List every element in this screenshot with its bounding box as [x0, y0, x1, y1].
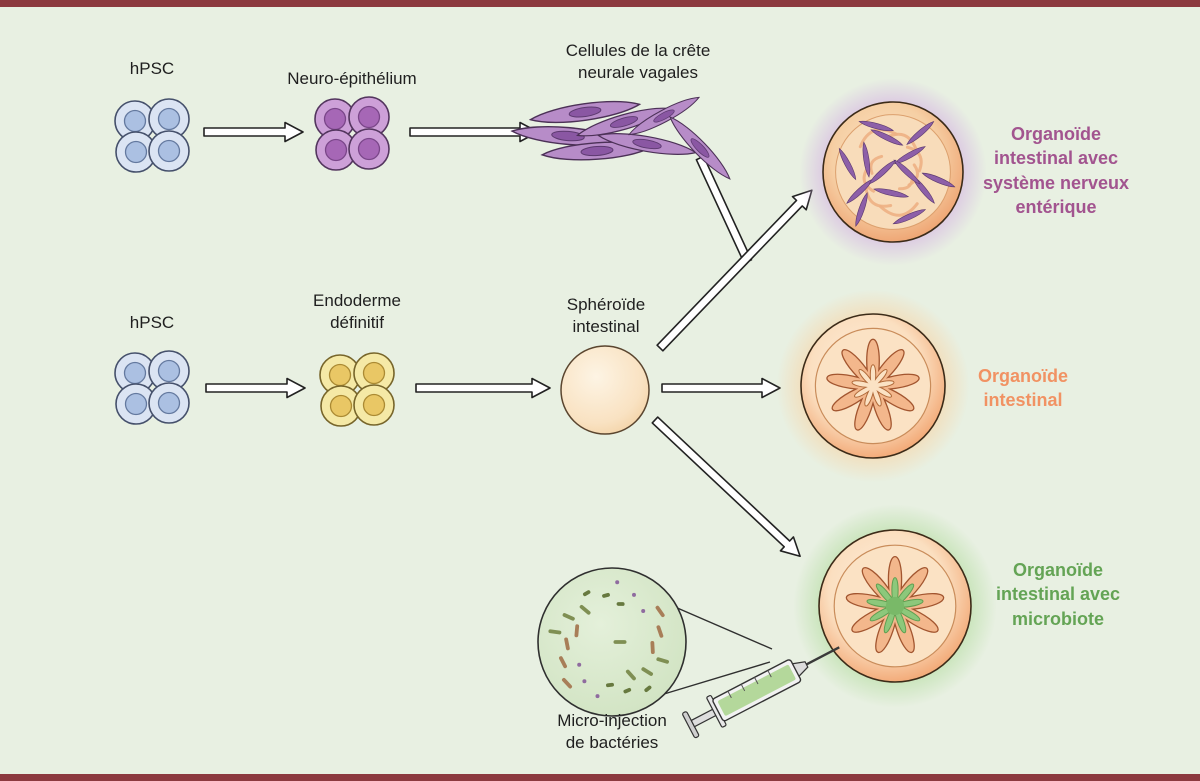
arrow — [651, 416, 801, 558]
syringe — [682, 646, 840, 739]
hpsc-cluster-top — [114, 98, 190, 173]
syringe-nozzle — [791, 661, 809, 678]
syringe-graduations — [727, 670, 772, 699]
syringe-fluid — [718, 664, 796, 716]
magnification-callout-line — [674, 606, 773, 650]
bottom-accent-bar — [0, 774, 1200, 781]
label-organoid-microbiote: Organoïde intestinal avec microbiote — [995, 560, 1121, 629]
definitive-endoderm-cluster — [319, 352, 395, 427]
bacteria-circle — [537, 567, 687, 717]
organoids — [776, 78, 997, 708]
label-organoid-intestinal: Organoïde intestinal — [977, 366, 1068, 411]
label-spheroid: Sphéroïde intestinal — [566, 295, 646, 337]
vagal-neural-crest-cells — [510, 96, 731, 180]
label-endoderm: Endoderme définitif — [313, 291, 401, 333]
label-organoid-ens: Organoïde intestinal avec système nerveu… — [982, 124, 1130, 217]
arrow — [205, 377, 306, 399]
bacteria-shapes — [548, 580, 670, 699]
arrow — [415, 377, 551, 399]
syringe-needle — [805, 646, 840, 666]
arrow — [203, 121, 304, 143]
organoid-plain — [776, 289, 970, 483]
organoid-micro — [793, 504, 997, 708]
label-microinjection: Micro-injection de bactéries — [557, 711, 667, 753]
organoid-ens — [799, 78, 987, 266]
label-hpsc-top: hPSC — [129, 59, 175, 78]
hpsc-cluster-middle — [114, 350, 190, 425]
flow-arrows — [203, 121, 813, 558]
label-neural-crest: Cellules de la crête neurale vagales — [565, 41, 711, 83]
bacteria-magnified-view — [537, 567, 773, 717]
label-neuroepithelium: Neuro-épithélium — [287, 69, 417, 88]
intestinal-spheroid — [560, 345, 650, 435]
cell-clusters — [114, 96, 395, 427]
neuroepithelium-cluster — [314, 96, 390, 171]
magnification-callout-line — [663, 661, 771, 695]
arrow — [661, 377, 781, 399]
label-hpsc-middle: hPSC — [129, 313, 175, 332]
top-accent-bar — [0, 0, 1200, 7]
